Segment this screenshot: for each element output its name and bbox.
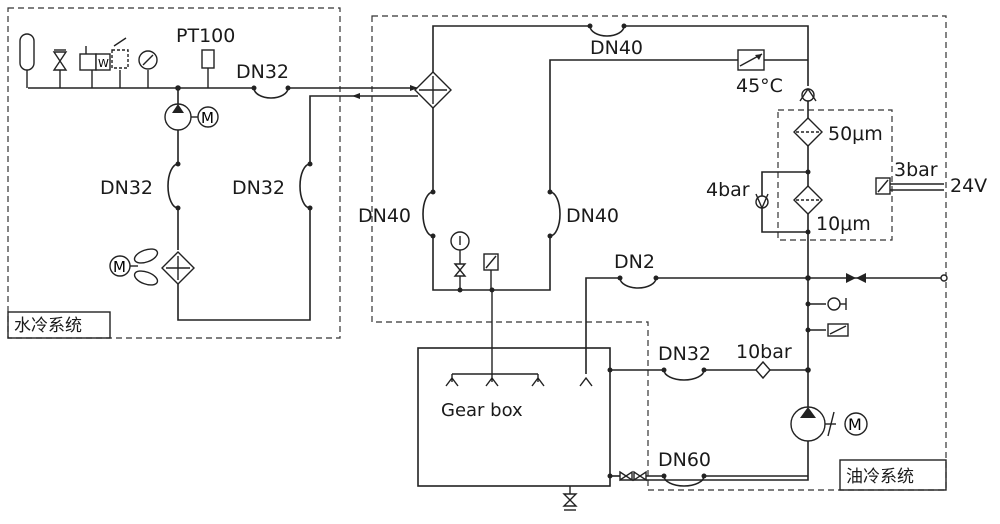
oil-top-line xyxy=(432,25,809,86)
temperature-sensor-icon xyxy=(483,253,499,290)
dn2-line xyxy=(585,277,808,374)
dn32-lower-label: DN32 xyxy=(658,343,711,365)
dn32-lower-hop xyxy=(663,369,705,381)
dn60-hop xyxy=(663,475,705,487)
check-valve-icon xyxy=(846,273,866,283)
dn32-top-hop xyxy=(253,87,289,99)
fan-icon: M xyxy=(109,248,159,286)
pump-icon xyxy=(164,103,198,131)
temp-45-label: 45°C xyxy=(736,75,783,97)
dn40-right-hop xyxy=(549,191,561,237)
relief-valve-icon xyxy=(111,37,129,88)
dn32-top-label: DN32 xyxy=(236,61,289,83)
solenoid-valve-icon: W xyxy=(79,46,111,88)
check-valve-icon xyxy=(827,297,847,311)
filter-50-label: 50μm xyxy=(828,123,883,145)
filter-group-boundary xyxy=(777,109,893,241)
pressure-switch-icon xyxy=(875,177,944,195)
pt100-label: PT100 xyxy=(176,25,235,47)
oil-cooling-label: 油冷系统 xyxy=(846,467,914,487)
filter-icon xyxy=(793,185,823,215)
dn60-label: DN60 xyxy=(658,449,711,471)
relief-10bar-icon xyxy=(755,360,771,380)
dn32-mid-hop xyxy=(299,163,311,209)
dn40-left-label: DN40 xyxy=(358,205,411,227)
drain-valve-icon xyxy=(619,470,647,482)
level-switch-icon xyxy=(827,323,849,337)
accumulator-icon xyxy=(19,33,35,88)
pump-icon xyxy=(790,406,836,442)
filter-10-label: 10μm xyxy=(816,213,871,235)
water-label-box xyxy=(7,311,111,339)
dn32-left-hop xyxy=(167,163,179,209)
thermostatic-valve-icon xyxy=(737,49,765,71)
relief-4bar-label: 4bar xyxy=(706,179,750,201)
main-heat-exchanger-icon xyxy=(414,71,452,109)
water-loop-left xyxy=(177,88,418,321)
dn40-right-label: DN40 xyxy=(566,205,619,227)
motor-icon: M xyxy=(844,412,868,436)
drain-valve-icon xyxy=(562,493,578,511)
svg-text:M: M xyxy=(848,415,862,434)
svg-text:M: M xyxy=(113,258,126,276)
gearbox-label: Gear box xyxy=(441,400,523,421)
water-cooling-label: 水冷系统 xyxy=(14,316,82,336)
dn32-mid-label: DN32 xyxy=(232,177,285,199)
oil-label-box xyxy=(839,459,947,491)
pressure-gauge-icon xyxy=(450,231,470,251)
pt100-sensor-icon xyxy=(201,49,215,88)
water-cooling-boundary xyxy=(7,7,341,339)
relief-4bar-icon xyxy=(755,193,769,210)
dn40-top-hop xyxy=(589,25,625,37)
dn2-hop xyxy=(619,277,657,289)
voltage-24v-label: 24V xyxy=(950,175,987,197)
dn32-left-label: DN32 xyxy=(100,177,153,199)
check-valve-icon xyxy=(799,87,817,102)
motor-icon: M xyxy=(197,106,219,128)
oil-cooling-boundary xyxy=(371,15,947,491)
svg-text:M: M xyxy=(201,109,214,127)
dn40-top-label: DN40 xyxy=(590,37,643,59)
gearbox xyxy=(417,347,611,487)
pressure-gauge-icon xyxy=(138,50,158,88)
dn40-left-hop xyxy=(422,191,434,237)
relief-10bar-label: 10bar xyxy=(736,341,792,363)
svg-text:W: W xyxy=(98,57,109,70)
dn2-label: DN2 xyxy=(614,251,655,273)
heat-exchanger-icon xyxy=(161,251,195,285)
switch-3bar-label: 3bar xyxy=(894,159,938,181)
check-valve-icon xyxy=(52,49,68,88)
drain-valve-icon xyxy=(453,263,467,277)
filter-icon xyxy=(793,117,823,147)
